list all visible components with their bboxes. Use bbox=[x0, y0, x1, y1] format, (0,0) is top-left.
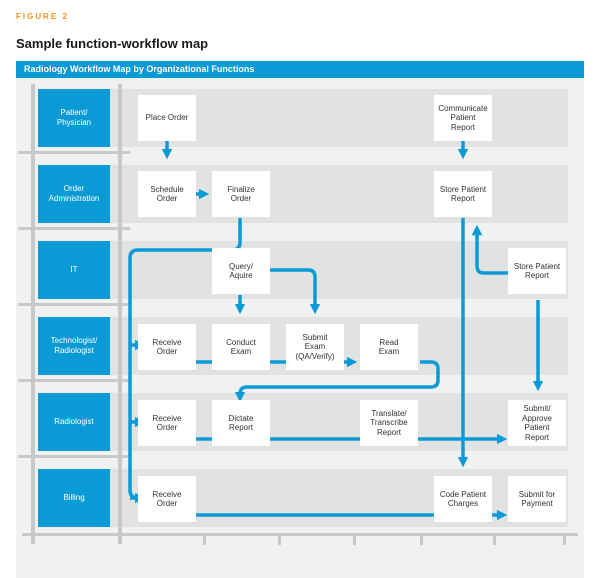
grid-line-h4 bbox=[18, 379, 130, 382]
grid-line-h1 bbox=[18, 151, 130, 154]
arrow-read-to-dictate bbox=[234, 360, 440, 403]
step-submit-for-payment: Submit for Payment bbox=[508, 476, 566, 522]
step-finalize-order: Finalize Order bbox=[212, 171, 270, 217]
grid-tick bbox=[420, 533, 423, 545]
step-receive-order-billing: Receive Order bbox=[138, 476, 196, 522]
lane-radiologist bbox=[38, 393, 568, 451]
role-it: IT bbox=[38, 241, 110, 299]
step-submit-approve-report: Submit/ Approve Patient Report bbox=[508, 400, 566, 446]
step-query-aquire: Query/ Aquire bbox=[212, 248, 270, 294]
panel-header: Radiology Workflow Map by Organizational… bbox=[16, 61, 584, 78]
step-code-patient-charges: Code Patient Charges bbox=[434, 476, 492, 522]
grid-tick bbox=[563, 533, 566, 545]
step-receive-order-tech: Receive Order bbox=[138, 324, 196, 370]
step-conduct-exam: Conduct Exam bbox=[212, 324, 270, 370]
grid-tick bbox=[203, 533, 206, 545]
step-store-patient-report-admin: Store Patient Report bbox=[434, 171, 492, 217]
grid-line-divider bbox=[118, 84, 122, 544]
grid-line-bottom bbox=[22, 533, 578, 536]
grid-tick bbox=[353, 533, 356, 545]
step-communicate-patient-report: Communicate Patient Report bbox=[434, 95, 492, 141]
arrow-store-it-to-admin bbox=[471, 224, 508, 275]
grid-tick bbox=[493, 533, 496, 545]
grid-tick bbox=[278, 533, 281, 545]
step-submit-exam: Submit Exam (QA/Verify) bbox=[286, 324, 344, 370]
step-schedule-order: Schedule Order bbox=[138, 171, 196, 217]
step-translate-transcribe-report: Translate/ Transcribe Report bbox=[360, 400, 418, 446]
grid-line-h5 bbox=[18, 455, 130, 458]
step-receive-order-radiologist: Receive Order bbox=[138, 400, 196, 446]
step-read-exam: Read Exam bbox=[360, 324, 418, 370]
grid-line-h3 bbox=[18, 303, 130, 306]
arrow-query-to-submit bbox=[270, 268, 321, 315]
role-order-administration: Order Administration bbox=[38, 165, 110, 223]
role-radiologist: Radiologist bbox=[38, 393, 110, 451]
grid-line-left bbox=[31, 84, 35, 544]
step-dictate-report: Dictate Report bbox=[212, 400, 270, 446]
role-technologist-radiologist: Technologist/ Radiologist bbox=[38, 317, 110, 375]
grid-line-h2 bbox=[18, 227, 130, 230]
panel-title: Radiology Workflow Map by Organizational… bbox=[24, 64, 255, 74]
figure-title: Sample function-workflow map bbox=[16, 36, 209, 51]
figure-label: FIGURE 2 bbox=[16, 12, 69, 21]
role-patient-physician: Patient/ Physician bbox=[38, 89, 110, 147]
step-place-order: Place Order bbox=[138, 95, 196, 141]
step-store-patient-report-it: Store Patient Report bbox=[508, 248, 566, 294]
role-billing: Billing bbox=[38, 469, 110, 527]
